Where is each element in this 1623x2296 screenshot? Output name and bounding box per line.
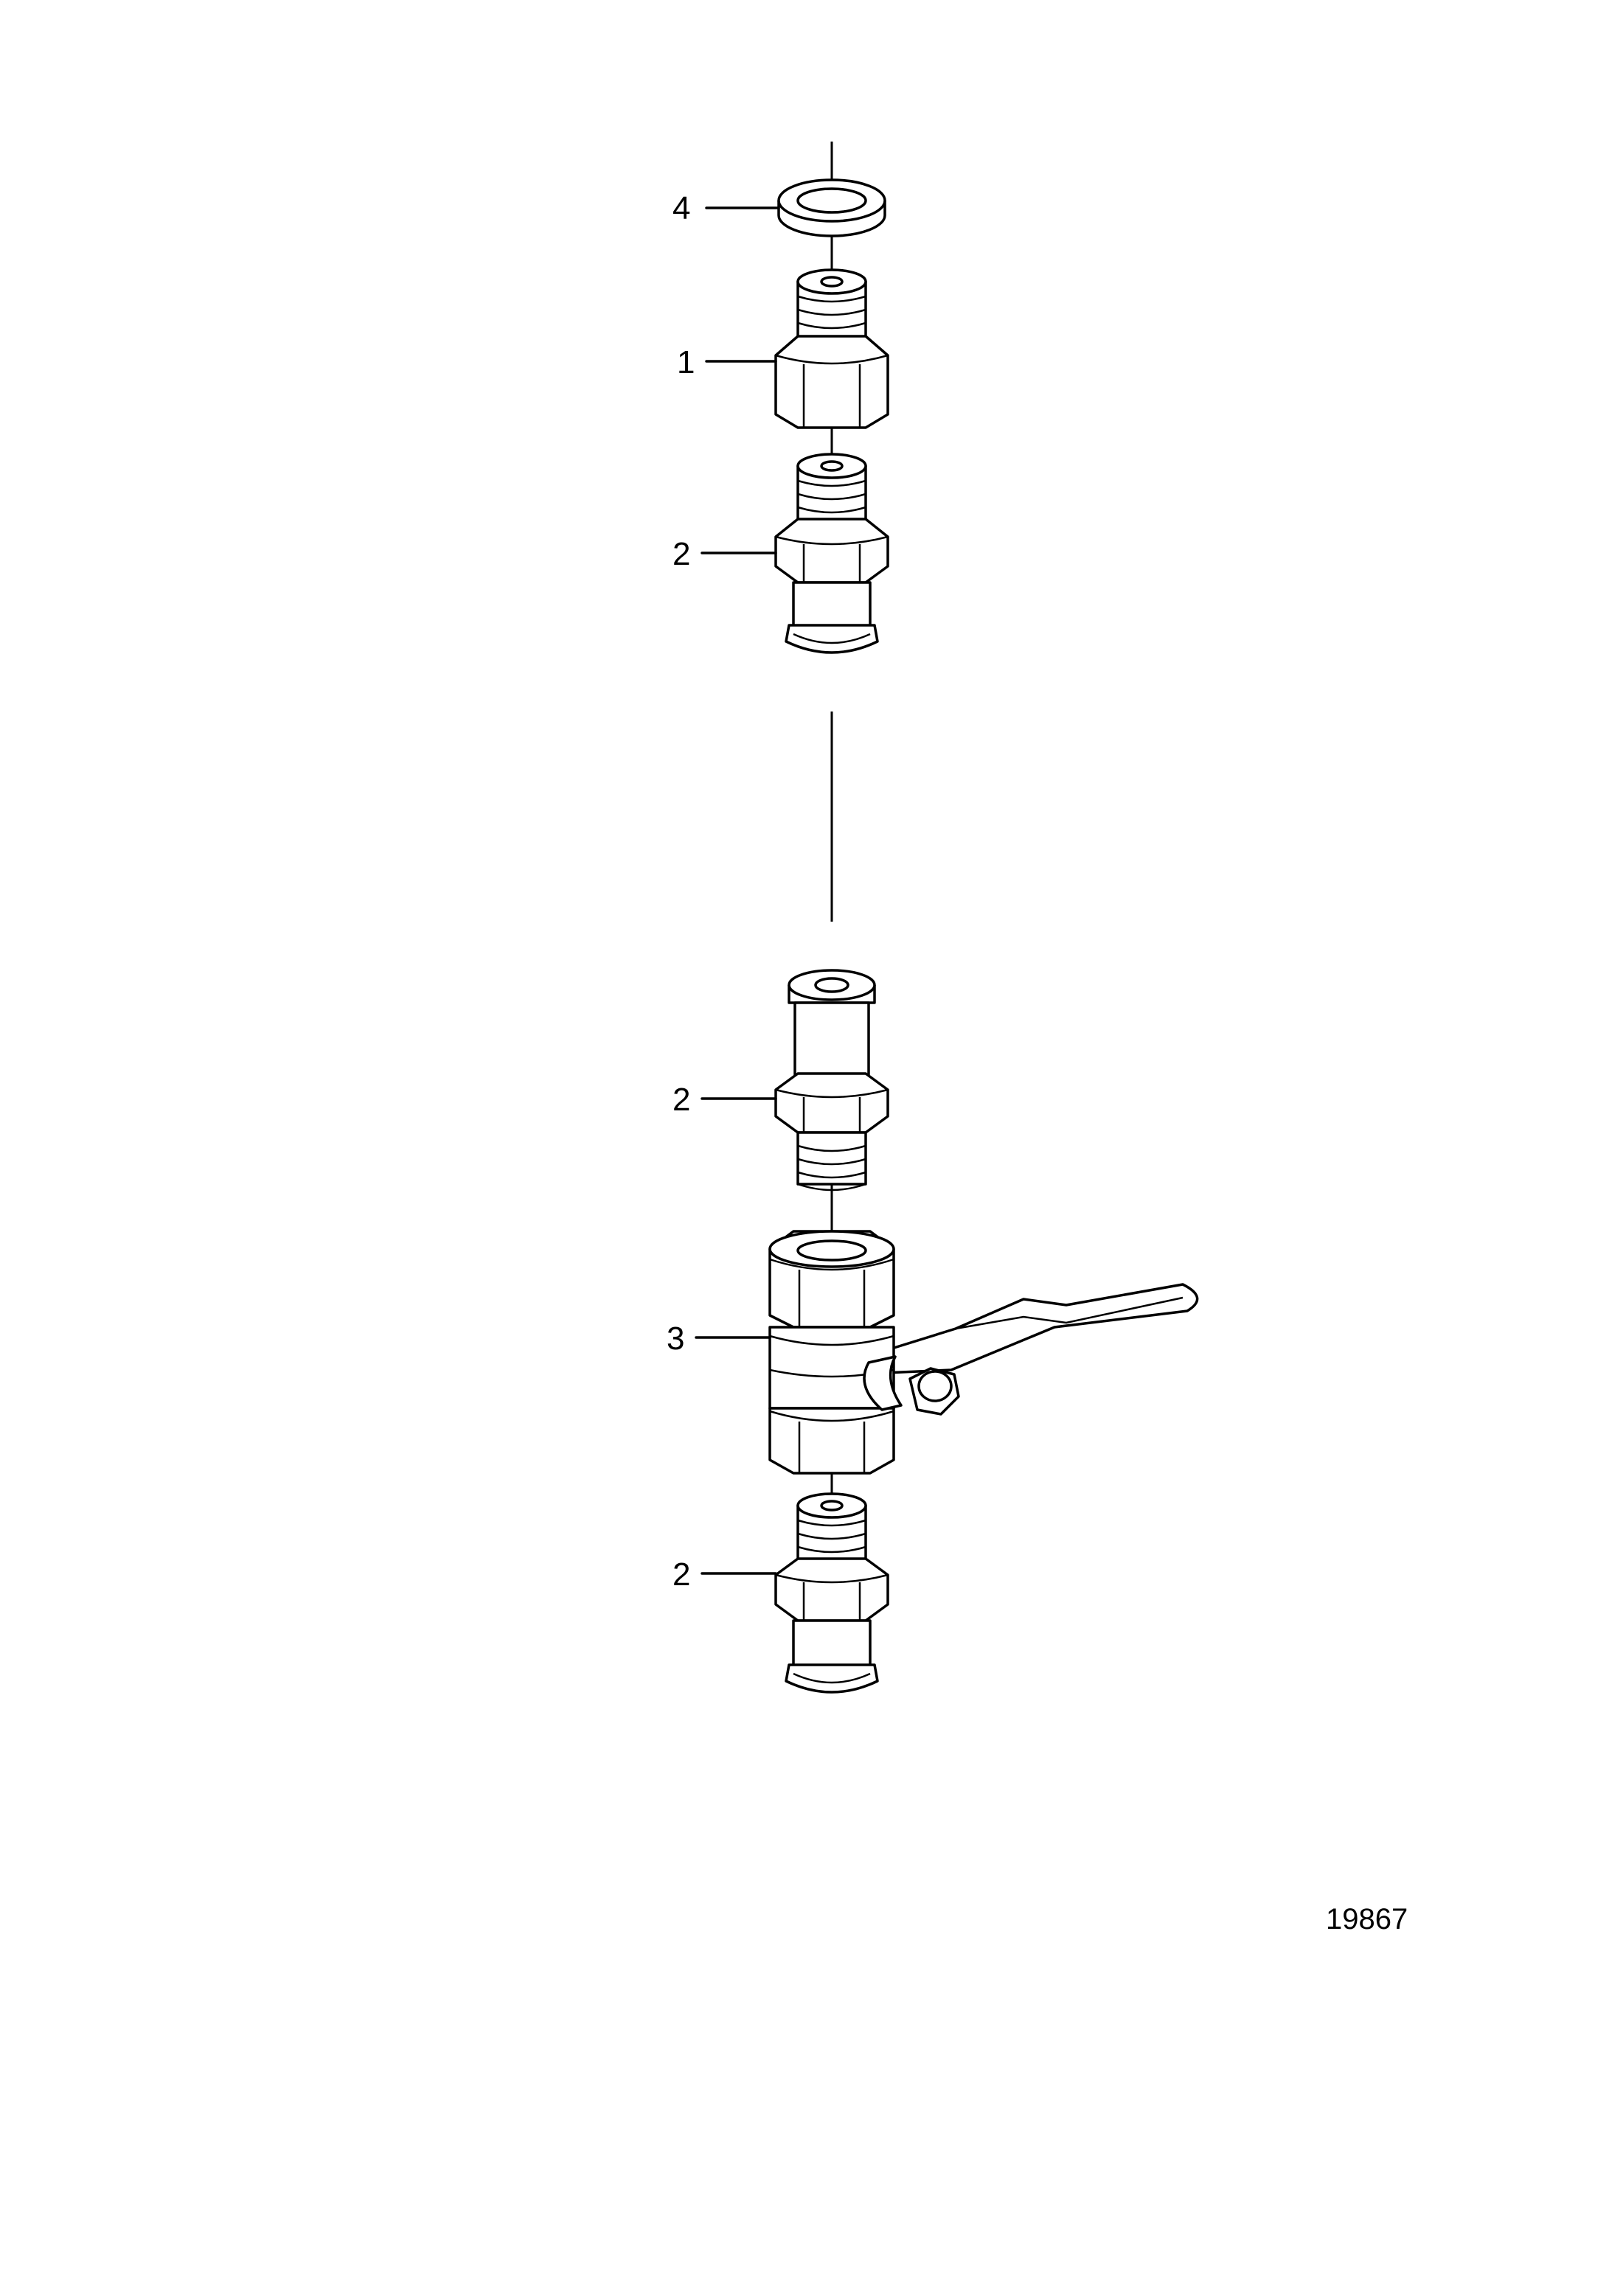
figure-number: 19867 (1326, 1903, 1408, 1935)
callout-leaders (695, 206, 780, 1575)
ball-valve-part-3 (768, 1230, 1199, 1475)
callout-2-upper: 2 (673, 536, 690, 572)
callout-1: 1 (677, 344, 695, 380)
hose-nipple-part-2-lower (774, 1492, 889, 1694)
callout-2-lower: 2 (673, 1556, 690, 1593)
adapter-nipple-part-1 (774, 268, 889, 429)
callout-numbers: 4 1 2 2 3 2 (667, 190, 695, 1593)
hose-nipple-part-2-upper (774, 453, 889, 654)
sealing-washer-part-4 (777, 178, 886, 237)
callout-3: 3 (667, 1321, 684, 1357)
hose-nipple-part-2-middle (774, 969, 889, 1192)
callout-4: 4 (673, 190, 690, 226)
callout-2-middle: 2 (673, 1082, 690, 1118)
